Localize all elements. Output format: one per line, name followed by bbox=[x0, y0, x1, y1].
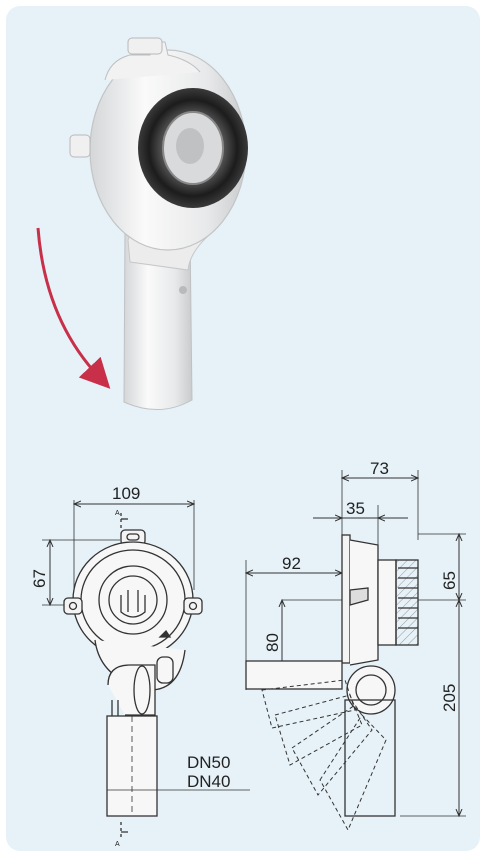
product-card: 109 67 A A DN50 DN40 73 35 92 65 80 205 bbox=[6, 6, 480, 851]
dim-65-label: 65 bbox=[440, 571, 459, 590]
front-view-drawing bbox=[42, 500, 250, 838]
dim-92-label: 92 bbox=[282, 554, 301, 573]
dim-35-label: 35 bbox=[346, 499, 365, 518]
dim-67-label: 67 bbox=[30, 569, 49, 588]
section-mark-bottom: A bbox=[115, 841, 120, 848]
side-view-drawing bbox=[246, 470, 466, 832]
curved-rotation-arrow bbox=[36, 227, 111, 389]
dim-205-label: 205 bbox=[440, 684, 459, 712]
dimension-labels: 109 67 A A DN50 DN40 73 35 92 65 80 205 bbox=[30, 459, 459, 848]
dn40-label: DN40 bbox=[187, 772, 230, 791]
product-photo bbox=[36, 37, 248, 411]
ribbed-seal bbox=[395, 559, 419, 646]
dn50-label: DN50 bbox=[187, 753, 230, 772]
dim-109-label: 109 bbox=[112, 484, 140, 503]
dim-80-label: 80 bbox=[263, 633, 282, 652]
section-mark-top: A bbox=[115, 510, 120, 517]
product-illustration: 109 67 A A DN50 DN40 73 35 92 65 80 205 bbox=[30, 37, 466, 848]
dim-73-label: 73 bbox=[370, 459, 389, 478]
